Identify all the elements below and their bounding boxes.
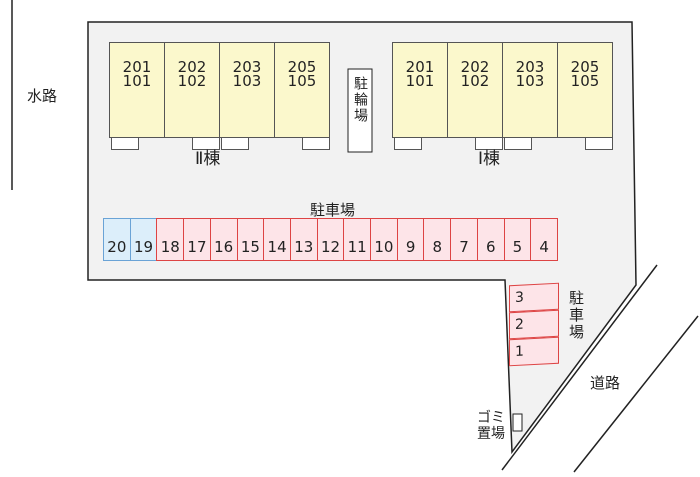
parking-space: 17 [183,218,211,261]
parking-space: 5 [503,218,532,261]
unit-lower: 102 [460,72,490,90]
bike-parking-label: 駐輪場 [352,76,368,124]
parking-space: 7 [450,218,478,261]
parking-space: 12 [316,218,345,261]
parking-space: 4 [530,218,558,261]
unit-upper: 203 [232,58,262,76]
road-label: 道路 [590,374,621,392]
unit-lower: 105 [570,72,600,90]
unit-upper: 205 [570,58,600,76]
parking-space: 16 [209,218,238,261]
building-name: Ⅰ棟 [478,149,501,169]
unit-upper: 205 [287,58,317,76]
parking-space: 14 [263,218,291,261]
entrance-step [504,137,532,150]
unit-upper: 203 [515,58,545,76]
garbage-label: ゴミ置場 [477,410,505,442]
parking-space: 3 [509,282,559,313]
unit-upper: 202 [460,58,490,76]
parking-space: 8 [423,218,452,261]
entrance-step [475,137,503,150]
road-edge-2 [573,315,699,473]
unit-lower: 103 [515,72,545,90]
unit-lower: 102 [177,72,207,90]
parking-space: 18 [156,218,185,261]
parking-space: 11 [343,218,372,261]
entrance-step [111,137,139,150]
parking-space: 15 [236,218,265,261]
entrance-step [221,137,249,150]
waterway-label: 水路 [27,87,58,105]
entrance-step [394,137,422,150]
unit-upper: 201 [405,58,435,76]
unit-upper: 201 [122,58,152,76]
parking-space: 6 [476,218,505,261]
parking-space: 13 [289,218,318,261]
parking-space: 10 [370,218,398,261]
parking-main-label: 駐車場 [310,201,356,219]
entrance-step [302,137,330,150]
parking-space: 2 [509,309,559,340]
parking-space: 19 [129,218,158,261]
parking-space: 20 [103,218,131,261]
building-name: Ⅱ棟 [195,149,221,169]
parking-space: 1 [509,336,559,367]
road-edge-1 [501,264,658,471]
bike-parking-box [347,68,373,153]
unit-lower: 103 [232,72,262,90]
entrance-step [192,137,220,150]
unit-lower: 105 [287,72,317,90]
garbage-box [512,413,523,432]
parking-space: 9 [396,218,425,261]
unit-lower: 101 [405,72,435,90]
entrance-step [585,137,613,150]
unit-lower: 101 [122,72,152,90]
parking-side-label: 駐車場 [567,290,585,341]
unit-upper: 202 [177,58,207,76]
